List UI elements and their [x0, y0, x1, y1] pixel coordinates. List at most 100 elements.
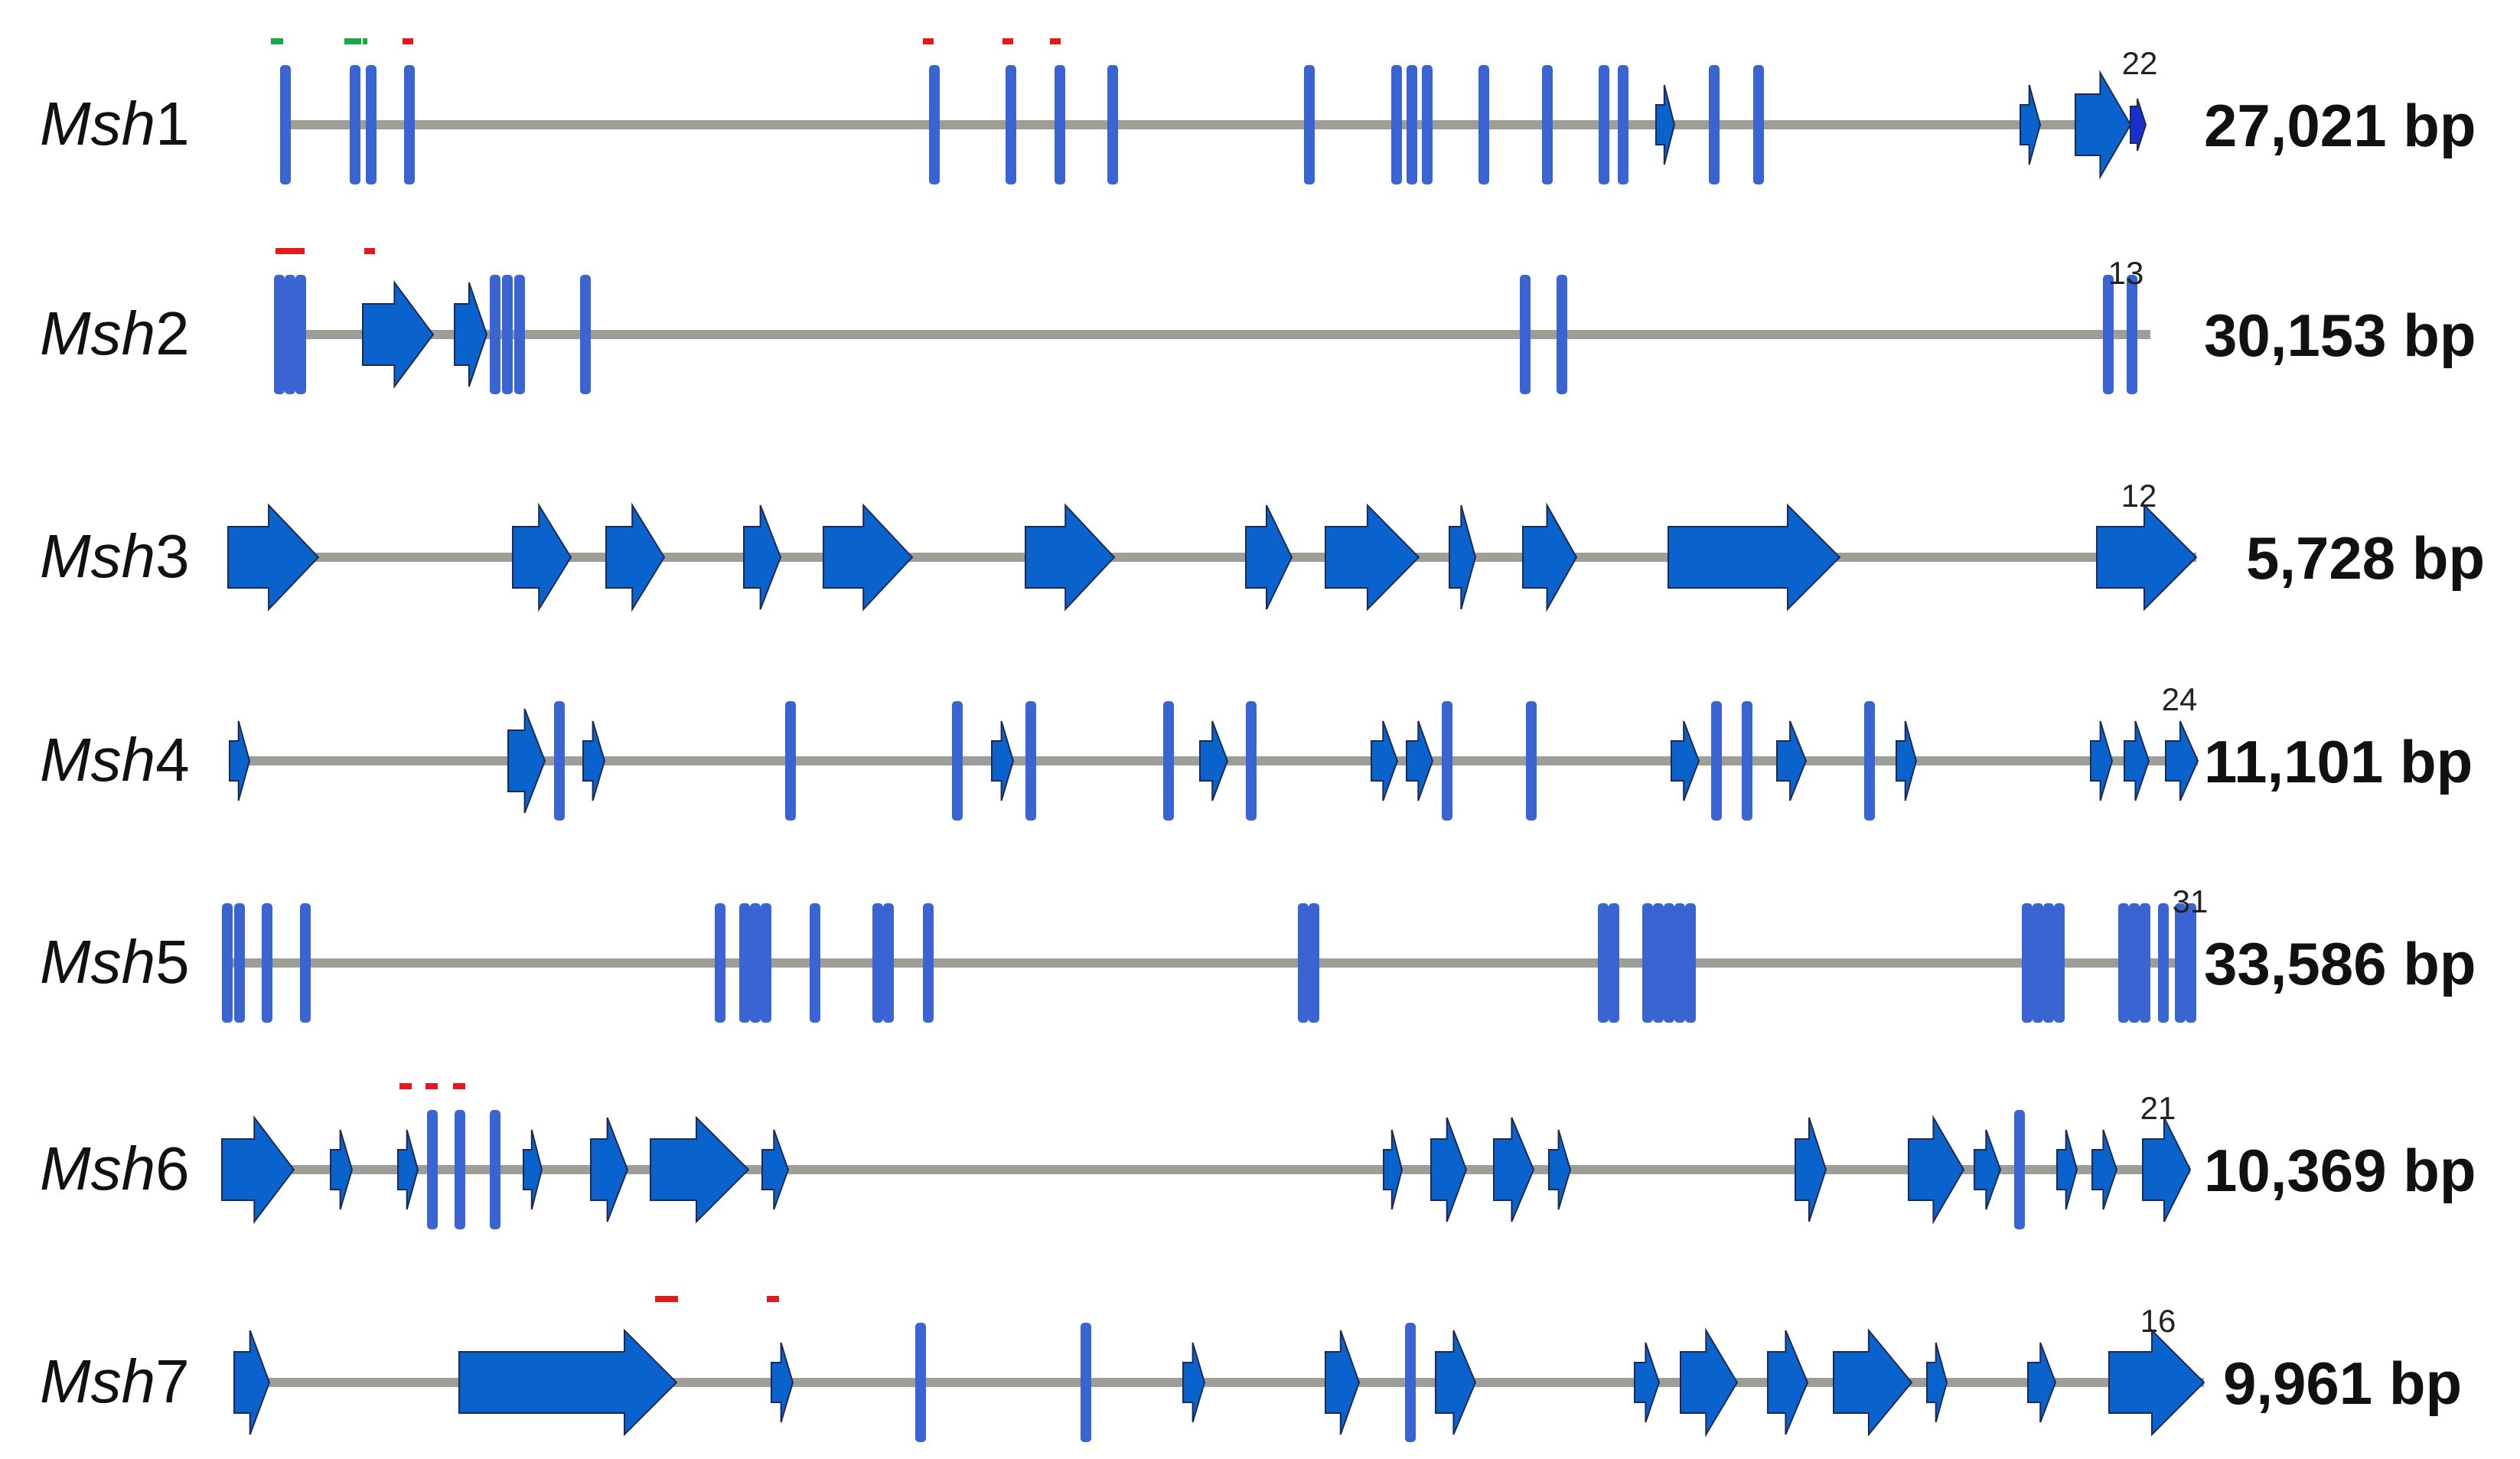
exon-8: [1405, 1323, 1416, 1442]
exon-3: [554, 701, 565, 821]
exon-count-label: 31: [2173, 883, 2209, 919]
exon-4: [300, 903, 311, 1023]
intron-line: [222, 1165, 2190, 1174]
gene-size-label: 30,153 bp: [2204, 302, 2476, 369]
exon-22: [2022, 903, 2033, 1023]
exon-10: [1522, 502, 1578, 612]
exon-1: [229, 720, 251, 801]
exon-12: [1371, 720, 1399, 801]
exon-4: [427, 1110, 438, 1229]
exon-17: [1642, 903, 1653, 1023]
exon-11: [1668, 503, 1841, 612]
exon-8: [514, 275, 525, 394]
exon-count-label: 21: [2140, 1090, 2176, 1126]
exon-16: [1618, 65, 1628, 184]
gene-label: Msh6: [40, 1134, 190, 1203]
exon-23: [2124, 720, 2150, 801]
exon-13: [1833, 1328, 1913, 1437]
exon-11: [1246, 701, 1257, 821]
exon-28: [2140, 903, 2150, 1023]
exon-count-label: 24: [2162, 681, 2198, 717]
gene-size-label: 11,101 bp: [2204, 728, 2473, 795]
exon-20: [1674, 903, 1685, 1023]
exon-5: [785, 701, 796, 821]
exon-9: [580, 275, 591, 394]
exon-29: [2158, 903, 2169, 1023]
exon-3: [295, 275, 306, 394]
exon-5: [715, 903, 725, 1023]
exon-3: [397, 1129, 419, 1210]
exon-12: [2103, 275, 2114, 394]
marker-red-6: [1002, 38, 1013, 44]
exon-9: [810, 903, 820, 1023]
exon-5: [929, 65, 940, 184]
intron-line: [274, 330, 2150, 339]
exon-16: [2108, 1328, 2205, 1437]
exon-18: [1653, 903, 1664, 1023]
exon-7: [523, 1129, 543, 1210]
exon-10: [872, 903, 883, 1023]
exon-4: [362, 279, 435, 390]
exon-19: [1753, 65, 1764, 184]
exon-7: [1325, 1330, 1361, 1435]
exon-4: [743, 504, 782, 610]
exon-8: [590, 1117, 629, 1222]
exon-13: [1493, 1117, 1535, 1222]
exon-12: [2096, 503, 2198, 612]
exon-15: [1795, 1117, 1827, 1222]
exon-15: [1599, 65, 1609, 184]
exon-2: [507, 708, 546, 814]
exon-6: [490, 275, 500, 394]
exon-31: [2186, 903, 2196, 1023]
exon-3: [262, 903, 272, 1023]
exon-8: [1325, 503, 1420, 612]
exon-11: [1383, 1129, 1403, 1210]
exon-6: [952, 701, 963, 821]
marker-green-1: [271, 38, 283, 44]
marker-red-7: [1050, 38, 1061, 44]
gene-label: Msh2: [40, 299, 190, 367]
marker-green-2: [344, 38, 361, 44]
exon-2: [234, 903, 245, 1023]
exon-6: [1182, 1342, 1206, 1423]
exon-9: [1449, 504, 1477, 610]
gene-row-msh6: Msh6 21 10,369 bp: [40, 1083, 2476, 1229]
exon-22: [2130, 98, 2147, 152]
exon-21: [2142, 1117, 2192, 1222]
exon-15: [1526, 701, 1537, 821]
gene-label-number: 4: [155, 726, 190, 794]
exon-1: [274, 275, 285, 394]
exon-17: [1655, 84, 1676, 165]
exon-5: [454, 282, 488, 387]
exon-13: [2127, 275, 2137, 394]
exon-10: [1520, 275, 1531, 394]
exon-2: [458, 1328, 678, 1437]
gene-label: Msh1: [40, 90, 190, 158]
exon-8: [1025, 701, 1036, 821]
marker-red-1: [399, 1083, 412, 1089]
exon-7: [750, 903, 761, 1023]
marker-green-3: [363, 38, 367, 44]
gene-label-number: 1: [155, 90, 190, 158]
exon-2: [512, 502, 572, 612]
exon-18: [1742, 701, 1752, 821]
gene-size-label: 10,369 bp: [2204, 1137, 2476, 1204]
gene-label-prefix: Msh: [40, 522, 155, 590]
exon-14: [1309, 903, 1319, 1023]
gene-label-number: 2: [155, 299, 190, 367]
exon-1: [233, 1330, 271, 1435]
gene-label-number: 6: [155, 1134, 190, 1203]
exon-12: [1767, 1330, 1809, 1435]
exon-10: [1391, 65, 1402, 184]
gene-label-number: 5: [155, 928, 190, 996]
exon-13: [1478, 65, 1489, 184]
exon-7: [1245, 504, 1293, 610]
exon-5: [455, 1110, 465, 1229]
gene-size-label: 5,728 bp: [2246, 524, 2485, 592]
exon-19: [2056, 1129, 2078, 1210]
